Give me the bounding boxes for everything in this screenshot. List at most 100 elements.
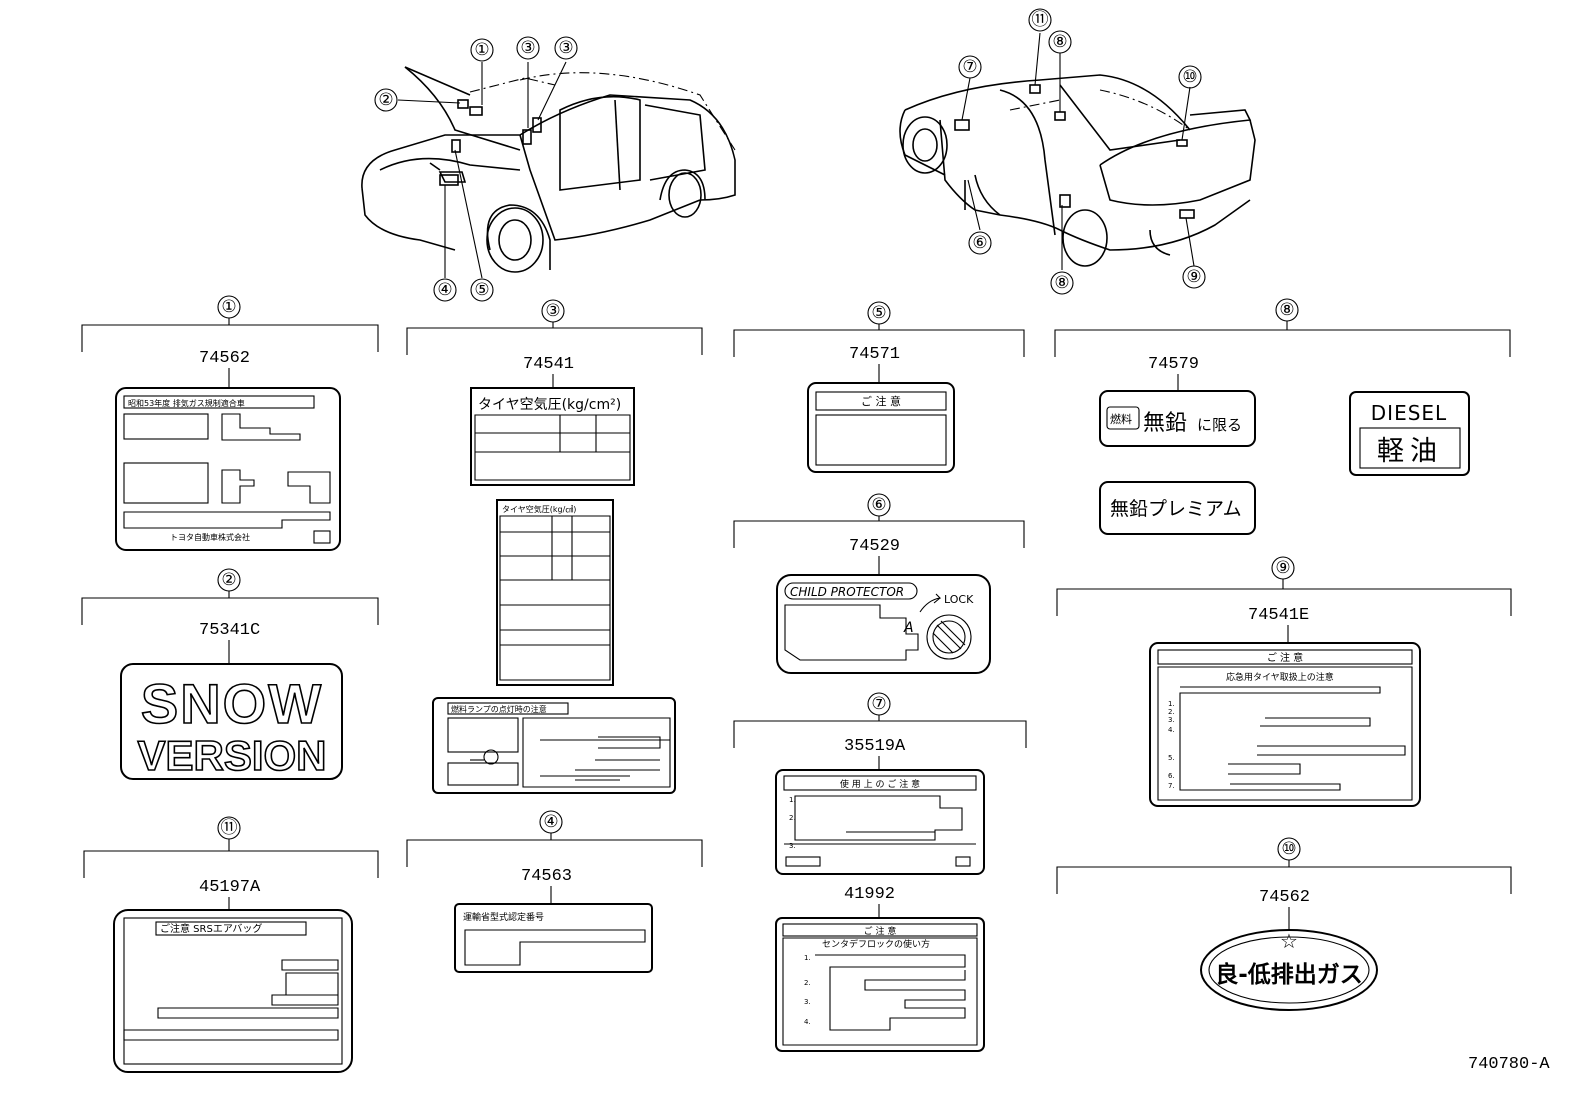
- group-8-number: ⑧: [1279, 300, 1294, 320]
- svg-text:4.: 4.: [1168, 726, 1175, 734]
- svg-text:2.: 2.: [789, 814, 796, 822]
- callout-rear-6: ⑥: [972, 233, 987, 253]
- svg-text:5.: 5.: [1168, 754, 1175, 762]
- svg-text:2.: 2.: [804, 979, 811, 987]
- label-74541-tire-pressure-small: [496, 499, 614, 686]
- svg-text:2.: 2.: [1168, 708, 1175, 716]
- tire-pressure-small-text: タイヤ空気圧(kg/㎠): [502, 504, 576, 514]
- child-protector-text: CHILD PROTECTOR: [790, 585, 904, 599]
- svg-text:3.: 3.: [789, 842, 796, 850]
- label-74541e-spare-tire: [1149, 642, 1421, 807]
- svg-text:1.: 1.: [804, 954, 811, 962]
- group-6-part-number: 74529: [849, 537, 900, 556]
- callout-front-5: ⑤: [474, 280, 489, 300]
- group-11-part-number: 45197A: [199, 878, 261, 897]
- rear-callouts: ⑦ ⑪ ⑧ ⑩ ⑥ ⑧ ⑨: [958, 8, 1206, 295]
- star-icon: ☆: [1280, 929, 1298, 953]
- label-74563-type-cert: [454, 903, 653, 973]
- group-2-part-number: 75341C: [199, 621, 260, 640]
- caution-text-5: ご 注 意: [861, 394, 901, 408]
- group-5-number: ⑤: [871, 303, 886, 323]
- label-74562-emission: [115, 387, 341, 551]
- svg-text:3.: 3.: [1168, 716, 1175, 724]
- fuel-tag-text: 燃料: [1110, 412, 1132, 426]
- callout-front-2: ②: [378, 90, 393, 110]
- type-cert-text: 運輸省型式認定番号: [463, 911, 544, 923]
- callout-rear-7: ⑦: [962, 57, 977, 77]
- group-6: ⑥ 74529 CHILD PROTECTOR LOCK A: [733, 493, 1025, 674]
- callout-front-1: ①: [474, 40, 489, 60]
- group-7-part-number: 35519A: [844, 737, 906, 756]
- unleaded-text: 無鉛: [1143, 411, 1187, 436]
- callout-rear-8b: ⑧: [1054, 273, 1069, 293]
- group-10: ⑩ 74562 ☆ 良-低排出ガス: [1056, 837, 1512, 1011]
- label-a-letter: A: [903, 620, 914, 636]
- group-11-number: ⑪: [221, 818, 238, 838]
- group-8-part-number: 74579: [1148, 355, 1199, 374]
- caution-text-9: ご 注 意: [1267, 651, 1303, 664]
- label-unleaded-premium: [1099, 481, 1256, 535]
- group-5-part-number: 74571: [849, 345, 900, 364]
- label-74541-tire-pressure: [470, 387, 635, 486]
- group-3: ③ 74541 タイヤ空気圧(kg/cm²) タイヤ空気圧(kg/㎠) 燃料ラン…: [406, 299, 703, 794]
- caution-text-7: ご 注 意: [864, 925, 897, 937]
- unleaded-premium-text: 無鉛プレミアム: [1110, 498, 1242, 520]
- diesel-text: DIESEL: [1371, 401, 1447, 425]
- low-emission-text: 良-低排出ガス: [1215, 961, 1363, 988]
- group-8: ⑧ 74579 燃料 無鉛 に限る 無鉛プレミアム DIESEL 軽油: [1054, 298, 1511, 535]
- snow-text: SNOW: [141, 672, 323, 735]
- version-text: VERSION: [137, 732, 326, 779]
- group-3-number: ③: [545, 301, 560, 321]
- front-callouts: ① ② ③ ③ ④ ⑤: [374, 36, 578, 302]
- group-7-part-number-2: 41992: [844, 885, 895, 904]
- group-2-number: ②: [221, 570, 236, 590]
- label-45197a-srs: [113, 909, 353, 1073]
- label-snow-version: [120, 663, 343, 780]
- label-74579-unleaded: [1099, 390, 1256, 447]
- group-9-number: ⑨: [1275, 558, 1290, 578]
- label-74571-caution: [807, 382, 955, 473]
- group-10-part-number: 74562: [1259, 888, 1310, 907]
- maker-text: トヨタ自動車株式会社: [170, 532, 250, 542]
- callout-rear-11: ⑪: [1032, 10, 1049, 30]
- group-10-number: ⑩: [1281, 839, 1296, 859]
- group-1-number: ①: [221, 297, 236, 317]
- callout-front-3a: ③: [520, 38, 535, 58]
- tire-pressure-text: タイヤ空気圧(kg/cm²): [478, 397, 621, 413]
- group-9: ⑨ 74541E ご 注 意 応急用タイヤ取扱上の注意 1. 2. 3. 4. …: [1056, 556, 1512, 807]
- group-7: ⑦ 35519A 使 用 上 の ご 注 意 1. 2. 3. 41992 ご …: [733, 692, 1027, 1052]
- group-3-part-number: 74541: [523, 355, 574, 374]
- callout-rear-9: ⑨: [1186, 267, 1201, 287]
- callout-rear-10: ⑩: [1182, 67, 1197, 87]
- callout-front-3b: ③: [558, 38, 573, 58]
- emission-cert-text: 昭和53年度 排気ガス規制適合車: [128, 398, 245, 408]
- rear-car-illustration: [899, 32, 1256, 270]
- lock-text: LOCK: [944, 593, 974, 606]
- light-oil-text: 軽油: [1377, 436, 1443, 467]
- group-9-part-number: 74541E: [1248, 606, 1309, 625]
- group-11: ⑪ 45197A ご注意 SRSエアバッグ: [83, 816, 379, 1073]
- unleaded-limited-text: に限る: [1197, 416, 1242, 434]
- group-7-number: ⑦: [871, 694, 886, 714]
- callout-front-4: ④: [437, 280, 452, 300]
- group-6-number: ⑥: [871, 495, 886, 515]
- svg-text:4.: 4.: [804, 1018, 811, 1026]
- fuel-caution-text: 燃料ランプの点灯時の注意: [451, 704, 547, 714]
- center-diff-text: センタデフロックの使い方: [822, 938, 930, 950]
- group-1-part-number: 74562: [199, 349, 250, 368]
- svg-text:3.: 3.: [804, 998, 811, 1006]
- drawing-id: 740780-A: [1468, 1055, 1550, 1074]
- group-4-part-number: 74563: [521, 867, 572, 886]
- svg-text:7.: 7.: [1168, 782, 1175, 790]
- spare-tire-text: 応急用タイヤ取扱上の注意: [1226, 671, 1334, 683]
- front-car-illustration: [361, 61, 736, 279]
- group-4: ④ 74563 運輸省型式認定番号: [406, 810, 703, 973]
- group-2: ② 75341C SNOW VERSION: [81, 568, 379, 780]
- svg-text:1.: 1.: [1168, 700, 1175, 708]
- group-4-number: ④: [543, 812, 558, 832]
- srs-text: ご注意 SRSエアバッグ: [160, 922, 262, 935]
- group-5: ⑤ 74571 ご 注 意: [733, 301, 1025, 473]
- svg-text:1.: 1.: [789, 796, 796, 804]
- group-1: ① 74562 昭和53年度 排気ガス規制適合車 トヨタ自動車株式会社: [81, 295, 379, 551]
